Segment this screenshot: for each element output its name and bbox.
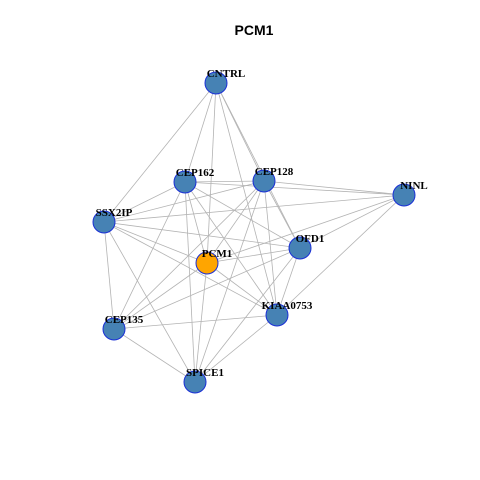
edges-layer — [103, 82, 405, 383]
edge-cntrl-ofd1 — [215, 82, 301, 249]
edge-ssx2ip-ofd1 — [103, 221, 301, 249]
edge-cep162-spice1 — [184, 181, 196, 383]
edge-pcm1-cep135 — [113, 262, 208, 330]
node-ofd1[interactable] — [288, 236, 312, 260]
edge-cep135-spice1 — [113, 328, 196, 383]
edge-cntrl-kiaa0753 — [215, 82, 278, 316]
edge-cntrl-cep162 — [184, 82, 217, 183]
node-label-cep135: CEP135 — [105, 314, 144, 326]
edge-pcm1-spice1 — [194, 262, 208, 383]
node-cep128[interactable] — [252, 169, 276, 193]
nodes-layer — [92, 71, 416, 394]
edge-kiaa0753-cep135 — [113, 314, 278, 330]
edge-cep162-ssx2ip — [103, 181, 186, 223]
edge-ninl-ofd1 — [299, 194, 405, 249]
node-label-spice1: SPICE1 — [186, 367, 224, 379]
node-cep162[interactable] — [173, 170, 197, 194]
edge-ninl-kiaa0753 — [276, 194, 405, 316]
edge-ofd1-cep135 — [113, 247, 301, 330]
edge-kiaa0753-spice1 — [194, 314, 278, 383]
node-label-ninl: NINL — [400, 180, 428, 192]
edge-cep128-pcm1 — [206, 180, 265, 264]
node-label-cep128: CEP128 — [255, 166, 294, 178]
edge-cntrl-pcm1 — [206, 82, 217, 264]
edge-cep162-kiaa0753 — [184, 181, 278, 316]
node-cntrl[interactable] — [204, 71, 228, 95]
edge-pcm1-kiaa0753 — [206, 262, 278, 316]
edge-cep128-spice1 — [194, 180, 265, 383]
edge-cep128-ofd1 — [263, 180, 301, 249]
node-ssx2ip[interactable] — [92, 210, 116, 234]
edge-ofd1-spice1 — [194, 247, 301, 383]
node-label-ofd1: OFD1 — [296, 233, 325, 245]
edge-cep162-ninl — [184, 181, 405, 196]
edge-ninl-pcm1 — [206, 194, 405, 264]
edge-cep162-pcm1 — [184, 181, 208, 264]
edge-cntrl-ssx2ip — [103, 82, 217, 223]
diagram-title: PCM1 — [235, 22, 274, 38]
edge-cep162-ofd1 — [184, 181, 301, 249]
node-spice1[interactable] — [183, 370, 207, 394]
node-kiaa0753[interactable] — [265, 303, 289, 327]
edge-cep128-ssx2ip — [103, 180, 265, 223]
edge-cep128-kiaa0753 — [263, 180, 278, 316]
node-label-ssx2ip: SSX2IP — [96, 207, 133, 219]
edge-ofd1-pcm1 — [206, 247, 301, 264]
node-label-cntrl: CNTRL — [207, 68, 246, 80]
edge-cep162-cep135 — [113, 181, 186, 330]
node-label-pcm1: PCM1 — [202, 248, 233, 260]
edge-cep128-cep135 — [113, 180, 265, 330]
edge-cep128-ninl — [263, 180, 405, 196]
node-label-kiaa0753: KIAA0753 — [262, 300, 313, 312]
node-cep135[interactable] — [102, 317, 126, 341]
node-pcm1[interactable] — [195, 251, 219, 275]
edge-ssx2ip-kiaa0753 — [103, 221, 278, 316]
edge-ssx2ip-pcm1 — [103, 221, 208, 264]
edge-ninl-ssx2ip — [103, 194, 405, 223]
edge-ssx2ip-cep135 — [103, 221, 115, 330]
node-label-cep162: CEP162 — [176, 167, 215, 179]
edge-ofd1-kiaa0753 — [276, 247, 301, 316]
edge-ssx2ip-spice1 — [103, 221, 196, 383]
edge-cep162-cep128 — [184, 180, 265, 183]
node-ninl[interactable] — [392, 183, 416, 207]
